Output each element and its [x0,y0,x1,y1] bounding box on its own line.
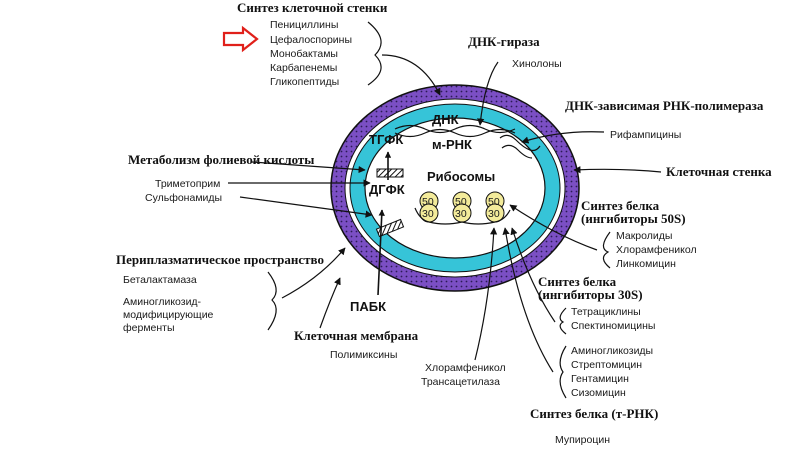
ribosome-subunit-30-label: 30 [455,208,467,220]
thfa-enzyme-block [376,168,404,178]
cell-wall-drug-5: Гликопептиды [270,76,339,88]
thfa-label: ТГФК [369,132,403,147]
cell-wall-drug-1: Пенициллины [270,19,338,31]
right-arrow-outline-icon [222,25,259,53]
paba-label: ПАБК [350,299,386,314]
ribosome-subunit-30-label: 30 [488,208,500,220]
folate-pointer [251,161,366,174]
cell-wall-label-pointer [573,166,662,174]
periplasm-pointer [281,247,346,299]
periplasm-item-3: модифицирующие [123,309,214,321]
protein-30s-brace-1 [559,307,567,335]
protein-30s-drug-3: Аминогликозиды [571,345,653,357]
mrna-strand [499,134,541,152]
rna-polymerase-pointer [521,131,605,144]
chloramphenicol-item-2: Трансацетилаза [421,376,500,388]
ribosome-subunit-30-label: 30 [422,208,434,220]
dna-gyrase-title: ДНК-гираза [468,34,540,49]
dhfa-enzyme-block [375,218,405,238]
cell-wall-drug-4: Карбапенемы [270,62,337,74]
periplasm-item-4: ферменты [123,322,175,334]
protein-30s-pointer-1 [510,227,556,323]
membrane-pointer [319,277,341,329]
protein-30s-brace-2 [559,345,567,399]
periplasm-item-2: Аминогликозид- [123,296,202,308]
membrane-title: Клеточная мембрана [294,328,419,343]
membrane-drug: Полимиксины [330,349,397,361]
ribosome-subunit-50-label: 50 [455,196,467,208]
cell-wall-synthesis-title: Синтез клеточной стенки [237,0,388,15]
dna-label: ДНК [432,112,459,127]
protein-50s-drug-1: Макролиды [616,230,672,242]
protein-30s-drug-4: Стрептомицин [571,359,642,371]
protein-50s-title-line1: Синтез белка [581,198,660,213]
folate-drug-2: Сульфонамиды [145,192,222,204]
cell-wall-drug-3: Монобактамы [270,48,338,60]
protein-30s-drug-2: Спектиномицины [571,320,655,332]
mrna-under-ribosomes [414,207,511,225]
bacterial-cell [330,84,580,292]
ribosomes-label: Рибосомы [427,169,495,184]
periplasm-brace [267,271,277,331]
protein-50s-title-line2: (ингибиторы 50S) [581,211,686,226]
rna-polymerase-drug: Рифампицины [610,129,681,141]
ribosome-subunit-50-label: 50 [422,196,434,208]
chloramphenicol-pointer [474,227,498,361]
cytoplasm [364,117,546,259]
protein-50s-drug-3: Линкомицин [616,258,676,270]
ribosome-3: 50 30 [485,191,505,223]
cell-wall-label: Клеточная стенка [666,164,772,179]
cell-wall-brace [367,21,382,86]
cell-wall-drug-2: Цефалоспорины [270,34,352,46]
protein-50s-brace [602,231,611,269]
periplasm-title: Периплазматическое пространство [116,252,324,267]
periplasm-item-1: Беталактамаза [123,274,197,286]
ribosome-2: 50 30 [452,191,472,223]
trna-title: Синтез белка (т-РНК) [530,406,658,421]
rna-polymerase-title: ДНК-зависимая РНК-полимераза [565,98,764,113]
chloramphenicol-item-1: Хлорамфеникол [425,362,506,374]
protein-30s-drug-6: Сизомицин [571,387,626,399]
protein-30s-pointer-2 [502,227,554,373]
protein-30s-drug-5: Гентамицин [571,373,629,385]
protein-30s-title-line2: (ингибиторы 30S) [538,287,643,302]
ribosome-1: 50 30 [419,191,439,223]
protein-30s-title-line1: Синтез белка [538,274,617,289]
dhfa-label: ДГФК [369,182,405,197]
protein-50s-drug-2: Хлорамфеникол [616,244,697,256]
sulfonamides-pointer [239,196,373,218]
folate-drug-1: Триметоприм [155,178,220,190]
mrna-label: м-РНК [432,137,472,152]
dna-strand [394,124,541,159]
mrna-strand-2 [501,144,533,159]
protein-50s-pointer [509,204,598,251]
ribosome-subunit-50-label: 50 [488,196,500,208]
paba-to-dhfa-arrow [377,209,385,296]
dna-gyrase-pointer [477,61,499,126]
cell-wall-pointer [381,54,441,96]
protein-30s-drug-1: Тетрациклины [571,306,641,318]
dna-gyrase-drug: Хинолоны [512,58,562,70]
trna-drug: Мупироцин [555,434,610,446]
